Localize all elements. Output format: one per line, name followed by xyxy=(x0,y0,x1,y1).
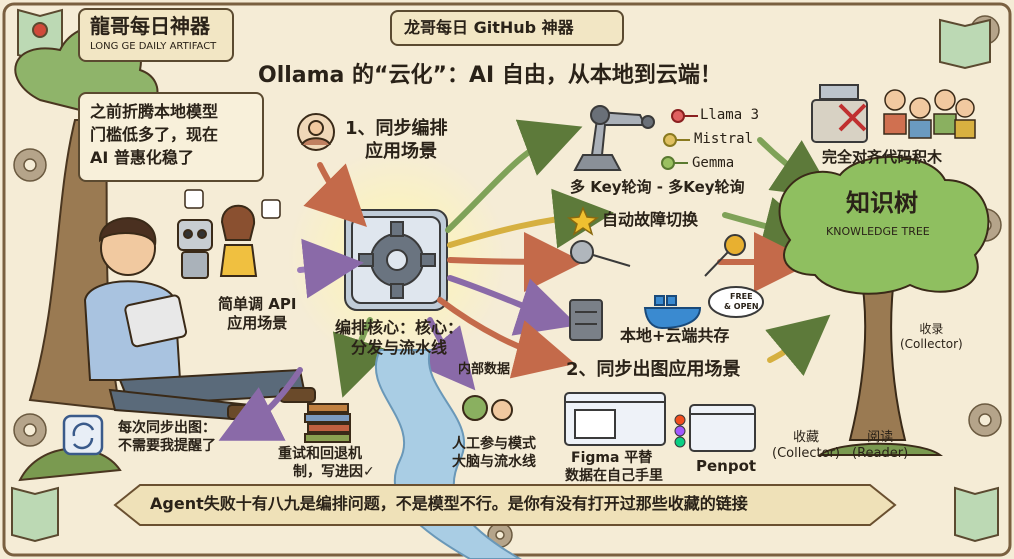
series-banner: 龙哥每日 GitHub 神器 xyxy=(390,10,624,46)
footer-banner-text: Agent失败十有八九是编排问题，不是模型不行。是你有没有打开过那些收藏的链接 xyxy=(150,494,748,513)
step1-line-2: 应用场景 xyxy=(365,140,437,162)
model-gemma: Gemma xyxy=(692,155,735,171)
collector-bottom-line-2: (Collector) xyxy=(772,446,840,462)
model-mistral: Mistral xyxy=(694,131,754,147)
reader-line-1: 阅读 xyxy=(867,430,894,445)
library-books-icon xyxy=(304,403,351,443)
core-line-2: 分发与流水线 xyxy=(351,338,448,357)
page-title: Ollama 的“云化”：AI 自由，从本地到云端！ xyxy=(258,63,722,88)
figma-line-2: 数据在自己手里 xyxy=(565,467,663,484)
cash-register-icon xyxy=(811,84,868,143)
badge-line-1: FREE xyxy=(730,292,753,301)
tree-title: 知识树 xyxy=(846,189,918,217)
collector-bottom-line-1: 收藏 xyxy=(792,430,819,445)
core-line-1: 编排核心：核心： xyxy=(335,318,464,337)
crowd-icon xyxy=(883,89,976,139)
thumbs-up-icon xyxy=(184,189,281,219)
key-rotation-label: 多 Key轮询 - 多Key轮询 xyxy=(570,178,745,196)
collector-top-line-2: (Collector) xyxy=(900,337,963,351)
series-title: 龙哥每日 GitHub 神器 xyxy=(404,18,574,37)
figma-line-1: Figma 平替 xyxy=(571,450,653,466)
robot-arm-icon xyxy=(573,105,655,171)
step1-line-1: 1、同步编排 xyxy=(345,118,448,139)
intro-line-2: 门槛低多了，现在 xyxy=(90,125,219,144)
collector-top-line-1: 收录 xyxy=(919,322,944,336)
badge-line-2: & OPEN xyxy=(724,302,759,311)
deploy-label: 本地+云端共存 xyxy=(620,326,730,345)
failover-label: 自动故障切换 xyxy=(602,210,699,229)
brand-title: 龍哥每日神器 xyxy=(90,14,210,38)
map-icon-right xyxy=(939,18,991,70)
retry-label: 重试和回退机 制，写进因✓ xyxy=(278,446,375,481)
brand-card: 龍哥每日神器 LONG GE DAILY ARTIFACT xyxy=(78,8,234,62)
compat-label: 完全对齐代码积木 xyxy=(822,148,943,166)
intro-line-3: AI 普惠化稳了 xyxy=(90,148,194,167)
intro-note: 之前折腾本地模型 门槛低多了，现在 AI 普惠化稳了 xyxy=(78,92,264,182)
notify-line-1: 每次同步出图： xyxy=(118,420,216,436)
core-label: 编排核心：核心： 分发与流水线 xyxy=(335,318,463,358)
server-icon xyxy=(569,299,603,341)
failover-keys-icon xyxy=(570,234,746,277)
avatar xyxy=(297,113,335,151)
free-open-badge: FREE & OPEN xyxy=(724,292,759,312)
intro-line-1: 之前折腾本地模型 xyxy=(90,102,219,121)
collector-bottom-label: 收藏 (Collector) xyxy=(772,430,840,463)
api-scenario-label: 简单调 API 应用场景 xyxy=(218,295,296,333)
internal-data-label: 内部数据 xyxy=(458,362,511,377)
brand-subtitle: LONG GE DAILY ARTIFACT xyxy=(90,41,217,52)
figma-window-icon xyxy=(564,392,666,446)
tree-subtitle: KNOWLEDGE TREE xyxy=(826,225,930,238)
collector-top-label: 收录 (Collector) xyxy=(900,322,963,352)
knowledge-tree xyxy=(778,155,990,456)
human-line-2: 大脑与流水线 xyxy=(452,453,536,470)
central-gear-icon xyxy=(344,209,448,311)
step2-label: 2、同步出图应用场景 xyxy=(566,359,741,380)
step1-label: 1、同步编排 应用场景 xyxy=(345,118,448,163)
free-open-cloud-icon xyxy=(708,286,764,318)
robot-illustration xyxy=(177,219,213,279)
reader-label: 阅读 (Reader) xyxy=(852,430,908,463)
api-label-line-1: 简单调 API xyxy=(218,295,297,313)
figma-logo-icon xyxy=(674,414,686,448)
footer-banner-shape xyxy=(113,484,897,526)
penpot-label: Penpot xyxy=(696,457,757,475)
api-label-line-2: 应用场景 xyxy=(227,313,288,332)
human-loop-label: 人工参与模式 大脑与流水线 xyxy=(452,436,536,471)
star-icon xyxy=(567,206,599,236)
notify-line-2: 不需要我提醒了 xyxy=(118,437,216,454)
map-icon-bottom-right xyxy=(954,486,999,543)
human-line-1: 人工参与模式 xyxy=(452,436,536,452)
penpot-window-icon xyxy=(689,404,756,452)
retry-line-2: 制，写进因✓ xyxy=(293,463,375,480)
refresh-check-icon xyxy=(62,414,104,456)
reader-line-2: (Reader) xyxy=(852,446,909,462)
figma-alt-label: Figma 平替 数据在自己手里 xyxy=(565,450,663,485)
goblin-and-kid-illustration xyxy=(462,395,513,421)
retry-line-1: 重试和回退机 xyxy=(278,446,362,462)
girl-illustration xyxy=(219,204,258,277)
docker-whale-icon xyxy=(643,295,702,330)
model-llama3: Llama 3 xyxy=(700,107,760,123)
notify-label: 每次同步出图： 不需要我提醒了 xyxy=(118,420,216,455)
key-icons xyxy=(661,109,698,170)
map-icon-bottom-left xyxy=(11,486,59,543)
